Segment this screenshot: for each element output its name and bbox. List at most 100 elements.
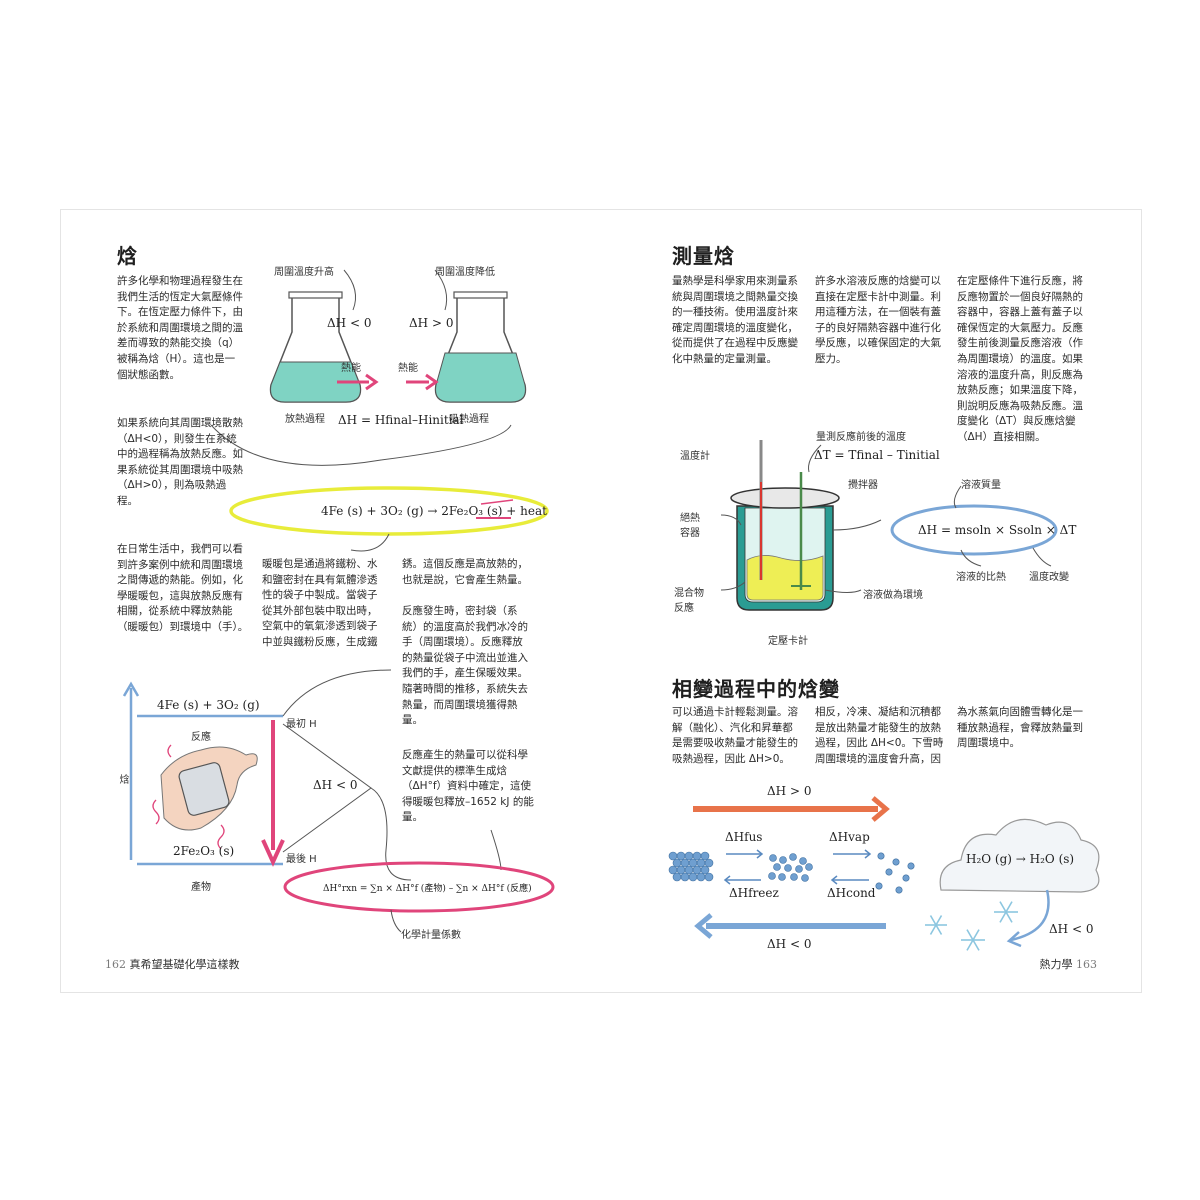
heat-arrow-icon [337,373,439,391]
molecule-dot [768,872,776,880]
hand-warmer-icon [152,744,258,850]
calorimeter-device-label: 定壓卡計 [768,636,808,647]
molecule-dot [801,874,809,882]
products-formula: 2Fe₂O₃ (s) [173,844,235,858]
molecule-dot [769,854,777,862]
exo-endo-paragraph: 如果系統向其周圍環境散熱 （ΔH<0），則發生在系統 中的過程稱為放熱反應。如 … [117,417,243,507]
rust-equation: 4Fe (s) + 3O₂ (g) → 2Fe₂O₃ (s) + heat [321,504,547,518]
molecule-dot [907,862,915,870]
insulated-container-label: 絕熱 容器 [680,513,700,539]
final-h-label: 最後 H [286,854,317,865]
molecule-dot [684,865,694,875]
energy-dh: ΔH < 0 [313,778,358,792]
stirrer-label: 攪拌器 [848,480,878,491]
measuring-title: 測量焓 [672,244,735,268]
molecule-dot [784,864,792,872]
dh-negative: ΔH < 0 [327,316,372,330]
molecule-dot [799,857,807,865]
chapter-title: 熱力學 [1039,958,1073,971]
snowflake-arm [929,924,937,935]
snowflake-arm [1005,911,1013,923]
snowflake-arm [999,911,1007,923]
constant-pressure-paragraph: 在定壓條件下進行反應，將 反應物置於一個良好隔熱的 容器中，容器上蓋有蓋子以 確… [957,275,1083,443]
phase-dh-positive: ΔH > 0 [767,784,812,798]
deposition-equation: H₂O (g) → H₂O (s) [966,852,1075,866]
illustrations [122,269,1100,951]
solution-environment-label: 溶液做為環境 [863,590,923,601]
snowflake-icon [925,901,1018,951]
molecule-dot [779,856,787,864]
freezing-label: ΔHfreez [729,886,779,900]
heat-equation: ΔH = msoln × Ssoln × ΔT [918,523,1077,537]
snowflake-arm [935,924,943,935]
molecule-dot [680,858,690,868]
snowflake-arm [972,939,980,951]
page-number-right: 163 [1076,958,1097,971]
molecule-dot [684,851,694,861]
molecule-dot [790,873,798,881]
thermometer-label: 溫度計 [680,451,710,462]
flask-left-label: 周圍溫度升高 [274,267,334,278]
snowflake-arm [966,929,974,941]
enthalpy-definition: ΔH = Hfinal–Hinitial [338,413,464,427]
molecule-dot [892,858,900,866]
phase-paragraph-1: 可以通過卡計輕鬆測量。溶 解（融化）、汽化和昇華都 是需要吸收熱量才能發生的 吸… [672,706,798,765]
book-title: 真希望基礎化學這樣教 [129,958,240,971]
molecule-dot [795,865,803,873]
molecule-dot [885,868,893,876]
everyday-paragraph: 在日常生活中，我們可以看 到許多案例中統和周圍環境 之間傳遞的熱能。例如，化 學… [117,543,249,633]
snowflake-arm [999,901,1007,913]
book-spread: 焓 許多化學和物理過程發生在 我們生活的恆定大氣壓條件 下。在恆定壓力條件下，由… [60,209,1142,993]
left-footer: 162 真希望基礎化學這樣教 [105,956,240,972]
dt-equation: ΔT = Tfinal – Tinitial [814,448,940,462]
molecule-dot [692,851,702,861]
page-title: 焓 [117,244,138,268]
heat-label-right: 熱能 [398,363,418,374]
molecule-dot [688,872,698,882]
calorimetry-paragraph: 量熱學是科學家用來測量系 統與周圍環境之間熱量交換 的一種技術。使用溫度計來 確… [672,275,798,365]
endothermic-label: 吸熱過程 [449,414,489,425]
reaction-mixture-label: 混合物 反應 [674,588,704,614]
cloud-icon [939,818,1100,893]
molecule-dot [696,858,706,868]
phase-paragraph-3: 為水蒸氣向固體雪轉化是一 種放熱過程，會釋放熱量到 周圍環境中。 [957,706,1083,750]
phase-change-title: 相變過程中的焓變 [672,677,840,701]
reaction-enthalpy-formula: ΔH°rxn = ∑n × ΔH°f (產物) – ∑n × ΔH°f (反應) [323,884,532,894]
energy-diagram [122,669,555,933]
molecule-dot [700,865,710,875]
molecule-dot [875,882,883,890]
vaporization-label: ΔHvap [829,830,870,844]
formation-paragraph: 反應產生的熱量可以從科學 文獻提供的標準生成焓 （ΔH°f）資料中確定，這使 得… [402,749,534,824]
snowflake-arm [972,929,980,941]
molecule-dot [668,851,678,861]
temp-change-label: 溫度改變 [1029,572,1069,583]
fusion-label: ΔHfus [725,830,763,844]
intro-paragraph: 許多化學和物理過程發生在 我們生活的恆定大氣壓條件 下。在恆定壓力條件下，由 於… [117,275,243,381]
molecule-dot [676,865,686,875]
phase-dh-negative: ΔH < 0 [767,937,812,951]
molecule-dot [895,886,903,894]
page-number: 162 [105,958,126,971]
molecule-dot [696,872,706,882]
reactants-label: 反應 [191,732,211,743]
coefficient-label: 化學計量係數 [401,930,461,941]
snowflake-arm [1005,901,1013,913]
molecule-dot [676,851,686,861]
y-axis-label: 焓 [117,774,128,784]
calorimeter-icon [730,440,840,611]
molecule-dot [668,865,678,875]
formula-oval [283,861,555,913]
snowflake-arm [935,915,943,926]
molecule-dot [773,863,781,871]
flask-right-label: 周圍溫度降低 [435,267,495,278]
molecule-dot [688,858,698,868]
molecules-icon [668,851,915,894]
dh-positive: ΔH > 0 [409,316,454,330]
specific-heat-label: 溶液的比熱 [956,572,1006,583]
molecule-dot [704,872,714,882]
snowflake-arm [966,939,974,951]
heat-label-left: 熱能 [341,363,361,374]
exothermic-label: 放熱過程 [285,414,325,425]
phase-paragraph-2: 相反，冷凍、凝結和沉積都 是放出熱量才能發生的放熱 過程，因此 ΔH<0。下雪時… [815,706,944,765]
solution-mass-label: 溶液質量 [961,480,1001,491]
